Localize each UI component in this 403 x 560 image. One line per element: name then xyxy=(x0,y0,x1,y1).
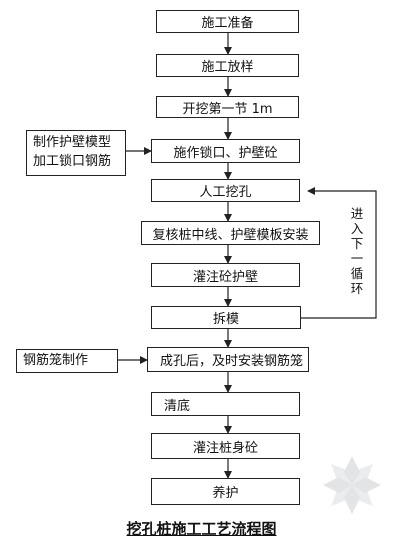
step-install-rebar-cage: 成孔后，及时安装钢筋笼 xyxy=(147,347,309,372)
step-setting-out: 施工放样 xyxy=(156,54,299,77)
step-clean-bottom: 清底 xyxy=(151,392,300,416)
step-curing: 养护 xyxy=(151,478,300,505)
side-rebar-cage-making: 钢筋笼制作 xyxy=(16,349,118,373)
step-lock-collar-wall-concrete: 施作锁口、护壁砼 xyxy=(151,139,300,163)
step-manual-digging: 人工挖孔 xyxy=(151,179,300,202)
diagram-title: 挖孔桩施工工艺流程图 xyxy=(126,520,277,538)
step-check-centerline-formwork: 复核桩中线、护壁模板安装 xyxy=(141,221,320,245)
watermark-icon xyxy=(323,456,381,514)
side-wall-mold-rebar: 制作护壁模型 加工锁口钢筋 xyxy=(26,130,126,176)
loop-connector xyxy=(301,187,377,319)
step-excavate-first-section: 开挖第一节 1m xyxy=(156,96,299,118)
step-pour-pile-concrete: 灌注桩身砼 xyxy=(151,433,300,459)
loop-label: 进入下一循环 xyxy=(350,206,364,296)
step-construction-prep: 施工准备 xyxy=(156,10,299,33)
step-remove-formwork: 拆模 xyxy=(151,306,301,329)
step-pour-wall-concrete: 灌注砼护壁 xyxy=(151,263,300,287)
